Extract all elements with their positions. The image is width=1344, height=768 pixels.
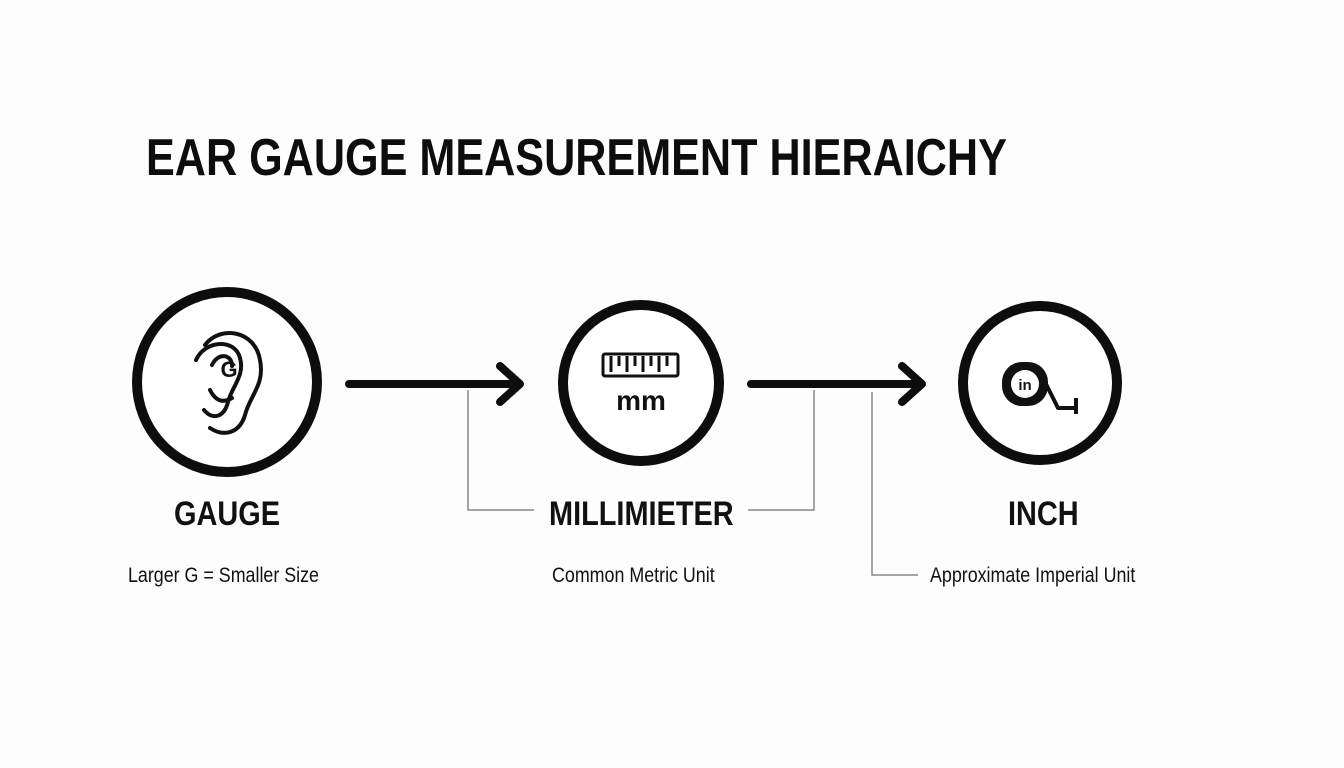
connector-arrow-to-inch-desc bbox=[871, 392, 918, 576]
millimeter-label: MILLIMIETER bbox=[549, 495, 734, 533]
arrow-gauge-to-mm bbox=[345, 362, 524, 406]
inch-label: INCH bbox=[1008, 495, 1079, 533]
connector-lines bbox=[467, 390, 918, 576]
millimeter-node: mm bbox=[558, 300, 724, 466]
connector-gauge-to-mm-label bbox=[467, 390, 534, 511]
arrow-mm-to-inch bbox=[747, 362, 926, 406]
ruler-icon-unit: mm bbox=[616, 385, 666, 416]
gauge-description: Larger G = Smaller Size bbox=[128, 564, 319, 587]
inch-node: in bbox=[958, 301, 1122, 465]
millimeter-description: Common Metric Unit bbox=[552, 564, 715, 587]
gauge-node: G bbox=[132, 287, 322, 477]
inch-description: Approximate Imperial Unit bbox=[930, 564, 1136, 587]
ruler-icon bbox=[601, 352, 680, 378]
tape-measure-icon bbox=[1002, 362, 1078, 414]
tape-icon-unit: in bbox=[1018, 377, 1031, 394]
gauge-icon-letter: G bbox=[220, 357, 237, 382]
connector-mm-to-arrow bbox=[748, 390, 815, 511]
gauge-label: GAUGE bbox=[174, 495, 280, 533]
diagram-title: EAR GAUGE MEASUREMENT HIERAICHY bbox=[146, 129, 1007, 187]
ear-icon bbox=[194, 331, 263, 435]
